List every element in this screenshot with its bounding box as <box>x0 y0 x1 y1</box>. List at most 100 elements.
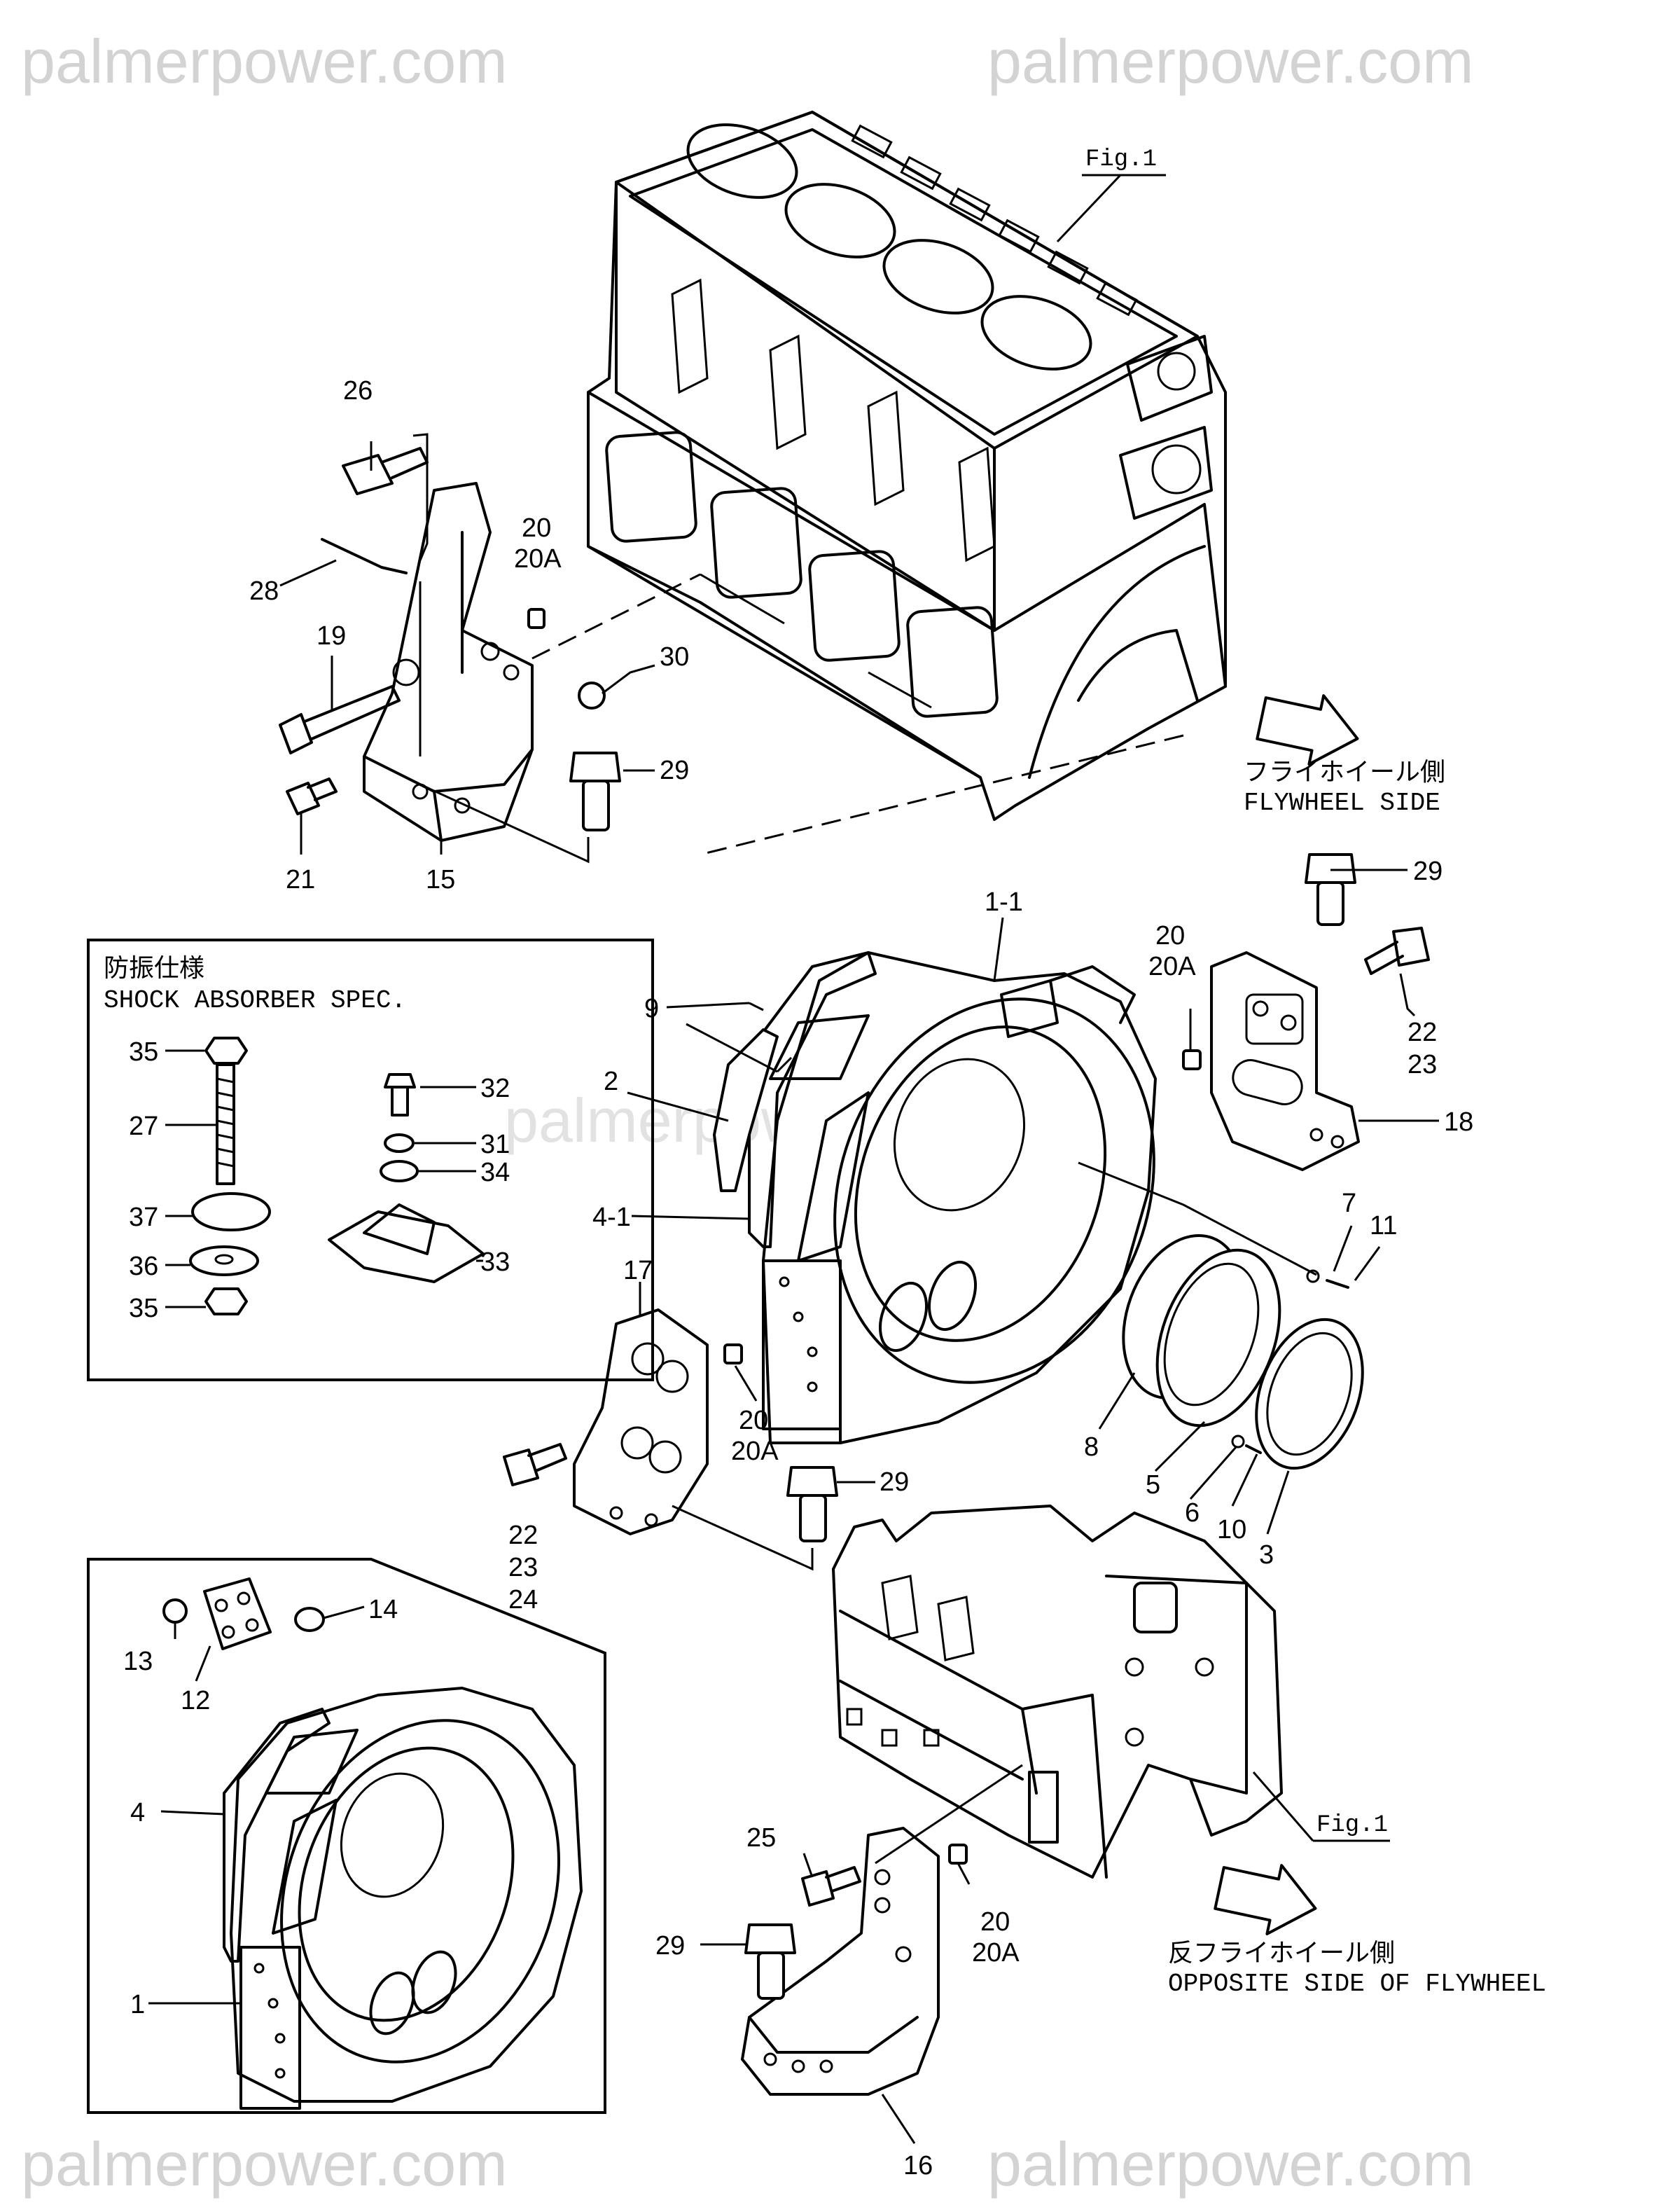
nut-30 <box>578 682 606 710</box>
stud-28 <box>321 538 408 574</box>
callout-29-right: 29 <box>1413 857 1443 886</box>
callout-33: 33 <box>480 1247 510 1277</box>
callout-20a-mid: 20A <box>731 1437 779 1466</box>
callout-20-top: 20 <box>522 513 551 543</box>
washer-6 <box>1231 1435 1245 1449</box>
callout-28: 28 <box>249 576 279 606</box>
pin-20-right <box>1182 1049 1202 1070</box>
bolt-29-right <box>1305 853 1356 926</box>
shock-absorber-title-jp: 防振仕様 <box>104 954 204 984</box>
mount-bracket-16 <box>741 1827 940 2096</box>
fig-label-bottom: Fig.1 <box>1252 1771 1390 1842</box>
bolt-26 <box>342 447 429 495</box>
callout-20a-right: 20A <box>1148 952 1196 981</box>
callout-34: 34 <box>480 1158 510 1187</box>
callout-35-top: 35 <box>129 1037 158 1067</box>
callout-18: 18 <box>1444 1107 1473 1137</box>
callout-26: 26 <box>343 376 373 406</box>
callout-20-right: 20 <box>1155 921 1185 951</box>
callout-9: 9 <box>644 994 659 1023</box>
callout-25: 25 <box>746 1823 776 1853</box>
watermark-bottom-left: palmerpower.com <box>21 2129 508 2199</box>
callout-37: 37 <box>129 1203 158 1232</box>
callout-11: 11 <box>1370 1211 1397 1240</box>
callout-3: 3 <box>1259 1540 1274 1570</box>
fig-label-top: Fig.1 <box>1056 146 1166 243</box>
opposite-side-arrow: 反フライホイール側 OPPOSITE SIDE OF FLYWHEEL <box>1168 1864 1546 1998</box>
oil-seal-3 <box>1255 1318 1364 1470</box>
callout-20-mid: 20 <box>739 1406 768 1435</box>
callout-35-bottom: 35 <box>129 1294 158 1323</box>
callout-27: 27 <box>129 1112 158 1141</box>
callout-29-mid: 29 <box>880 1467 909 1497</box>
bolt-19 <box>279 685 401 754</box>
callout-1: 1 <box>130 1990 145 2019</box>
watermark-bottom-right: palmerpower.com <box>987 2129 1474 2199</box>
callout-31: 31 <box>480 1130 510 1159</box>
pin-20-mid <box>723 1343 743 1364</box>
engine-mount-bracket-15 <box>363 482 534 842</box>
flywheel-side-arrow: フライホイール側 FLYWHEEL SIDE <box>1244 694 1445 817</box>
callout-4: 4 <box>130 1798 145 1827</box>
callout-22-mid: 22 <box>508 1521 538 1550</box>
flywheel-side-en: FLYWHEEL SIDE <box>1244 789 1440 817</box>
opposite-side-en: OPPOSITE SIDE OF FLYWHEEL <box>1168 1970 1546 1998</box>
callout-6: 6 <box>1185 1498 1200 1528</box>
flywheel-side-jp: フライホイール側 <box>1244 759 1445 788</box>
engine-block-bottom <box>832 1505 1283 1879</box>
callout-20-bottom: 20 <box>980 1907 1010 1937</box>
callout-15: 15 <box>426 865 455 894</box>
callout-5: 5 <box>1146 1470 1160 1500</box>
shock-absorber-title-en: SHOCK ABSORBER SPEC. <box>104 986 406 1015</box>
flywheel-housing-1 <box>230 1687 583 2110</box>
flywheel-housing-1-1 <box>762 951 1157 1444</box>
gasket-4 <box>223 1708 331 1963</box>
opposite-side-jp: 反フライホイール側 <box>1168 1940 1395 1969</box>
callout-7: 7 <box>1342 1189 1356 1218</box>
callout-12: 12 <box>181 1686 210 1715</box>
bolt-29-top <box>569 752 621 831</box>
callout-numbers: 26 28 19 21 15 20 20A 30 29 1-1 9 2 4-1 … <box>123 376 1473 2180</box>
cover-5 <box>1155 1248 1281 1428</box>
callout-29-bottom: 29 <box>655 1931 685 1961</box>
leader-lines <box>148 433 1439 2144</box>
callout-30: 30 <box>660 642 689 672</box>
bolt-11 <box>1326 1279 1349 1289</box>
bolt-22-right <box>1364 927 1430 975</box>
callout-13: 13 <box>123 1647 153 1676</box>
bolt-9 <box>749 1002 764 1011</box>
watermark-top-right: palmerpower.com <box>987 27 1474 96</box>
callout-10: 10 <box>1217 1515 1246 1544</box>
watermark-top-left: palmerpower.com <box>21 27 508 96</box>
callout-24-mid: 24 <box>508 1585 538 1615</box>
callout-23-mid: 23 <box>508 1553 538 1582</box>
callout-8: 8 <box>1084 1432 1099 1462</box>
variant-box <box>87 1558 606 2114</box>
pin-20-bottom <box>948 1844 968 1865</box>
bolt-25 <box>801 1866 861 1907</box>
callout-2: 2 <box>604 1067 618 1096</box>
callout-17: 17 <box>623 1256 653 1285</box>
mount-bracket-17 <box>573 1308 709 1535</box>
svg-text:Fig.1: Fig.1 <box>1316 1812 1388 1839</box>
plug-14 <box>294 1607 325 1632</box>
callout-16: 16 <box>903 2151 933 2180</box>
plate-2 <box>713 1028 779 1192</box>
callout-32: 32 <box>480 1074 510 1103</box>
bolt-21 <box>286 777 338 815</box>
callout-29-top: 29 <box>660 756 689 785</box>
plate-12 <box>203 1577 272 1650</box>
gasket-4-1 <box>748 951 877 1248</box>
svg-text:Fig.1: Fig.1 <box>1085 146 1157 173</box>
callout-21: 21 <box>286 865 315 894</box>
bolt-10 <box>1245 1444 1262 1454</box>
callout-22-right: 22 <box>1408 1018 1437 1047</box>
bolt-22-mid <box>503 1443 567 1486</box>
mount-bracket-18 <box>1210 951 1360 1171</box>
shock-absorber-parts <box>189 1037 485 1315</box>
bolt-29-mid <box>786 1466 838 1542</box>
pin-20-top <box>527 608 545 629</box>
callout-14: 14 <box>368 1595 398 1624</box>
callout-19: 19 <box>317 621 346 651</box>
